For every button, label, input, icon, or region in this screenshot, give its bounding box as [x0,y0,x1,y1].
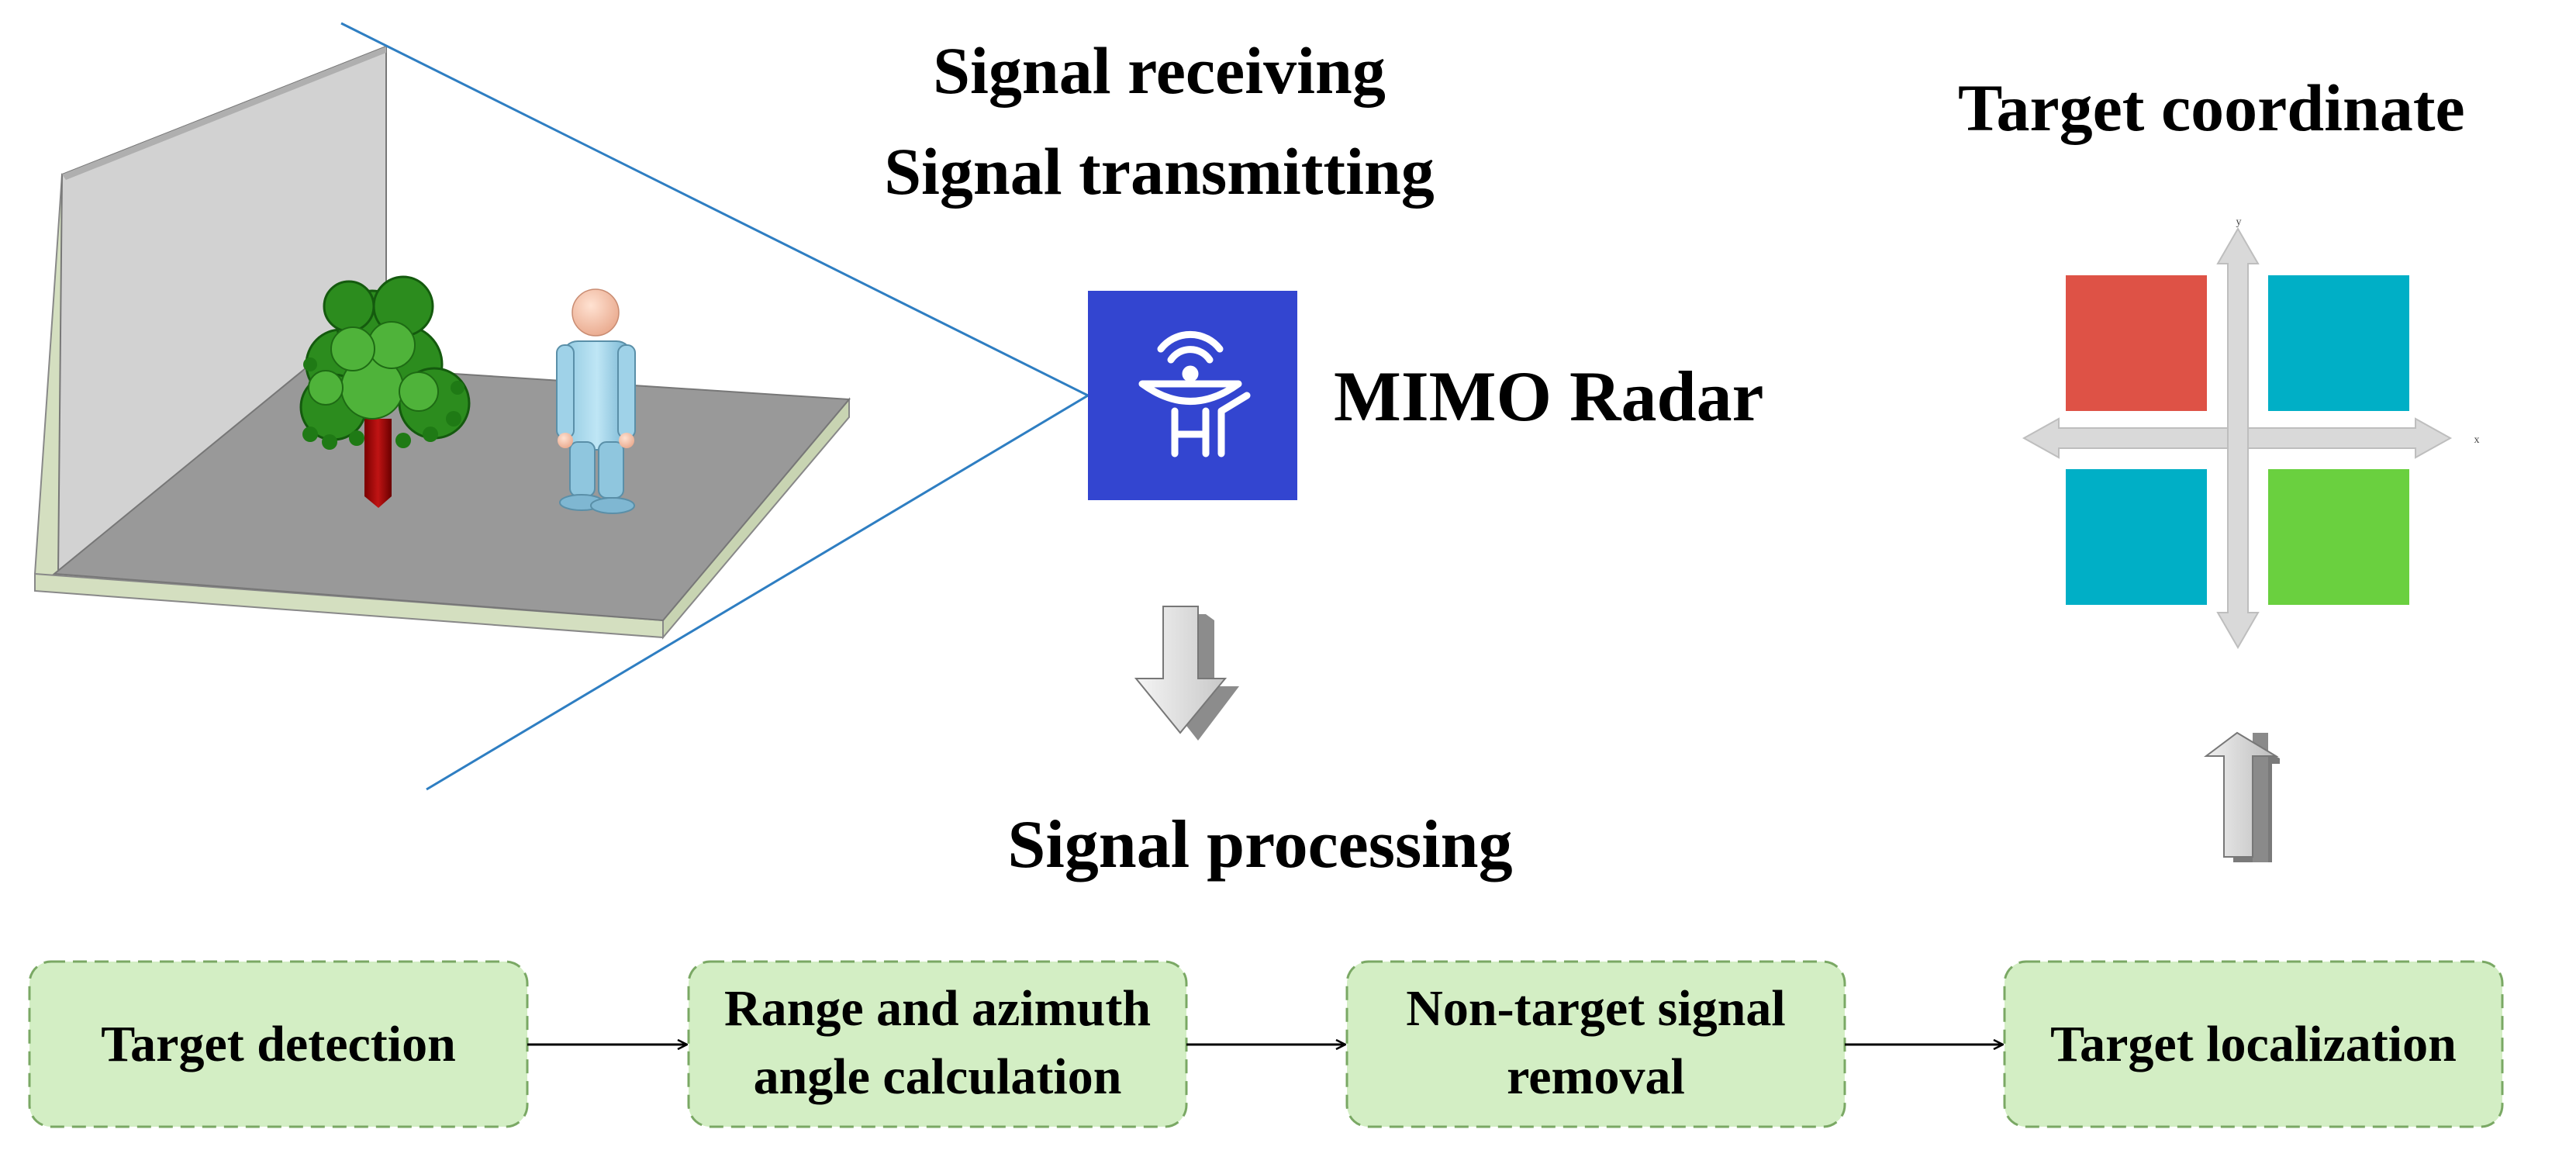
coordinate-diagram: y x [2022,216,2480,649]
signal-processing-title: Signal processing [1007,807,1512,882]
step-label-line1: Target detection [101,1016,456,1072]
scene [33,45,851,640]
down-arrow-icon [1134,606,1239,741]
floor [52,363,851,622]
y-axis-label: y [2236,216,2242,228]
quadrant-green [2268,469,2409,605]
step-box-range-azimuth: Range and azimuth angle calculation [687,960,1188,1128]
y-axis-arrow [2216,227,2260,649]
radar-label: MIMO Radar [1334,357,1763,436]
quadrant-red [2066,275,2207,411]
signal-receiving-label: Signal receiving [933,33,1386,108]
step-label-line1: Range and azimuth [724,980,1151,1037]
x-axis-label: x [2474,434,2480,446]
step-label-line2: angle calculation [754,1048,1122,1105]
tree [299,275,471,508]
step-box-non-target-removal: Non-target signal removal [1345,960,1846,1128]
radar-antenna-icon [1138,330,1251,458]
fov-line-top [340,22,1089,397]
quadrant-cyan-bottom [2066,469,2207,605]
radar-box [1088,291,1297,500]
signal-transmitting-label: Signal transmitting [884,134,1435,209]
quadrant-cyan-top [2268,275,2409,411]
fov-line-bottom [426,394,1089,791]
step-label-line2: removal [1507,1048,1685,1105]
step-label-line1: Non-target signal [1406,980,1785,1037]
step-box-target-detection: Target detection [28,960,529,1128]
person-figure [556,288,636,514]
up-arrow-icon [2204,731,2280,862]
step-label-line1: Target localization [2050,1016,2457,1072]
step-box-target-localization: Target localization [2003,960,2504,1128]
wall-top-edge [62,47,386,180]
target-coordinate-title: Target coordinate [1958,71,2465,145]
